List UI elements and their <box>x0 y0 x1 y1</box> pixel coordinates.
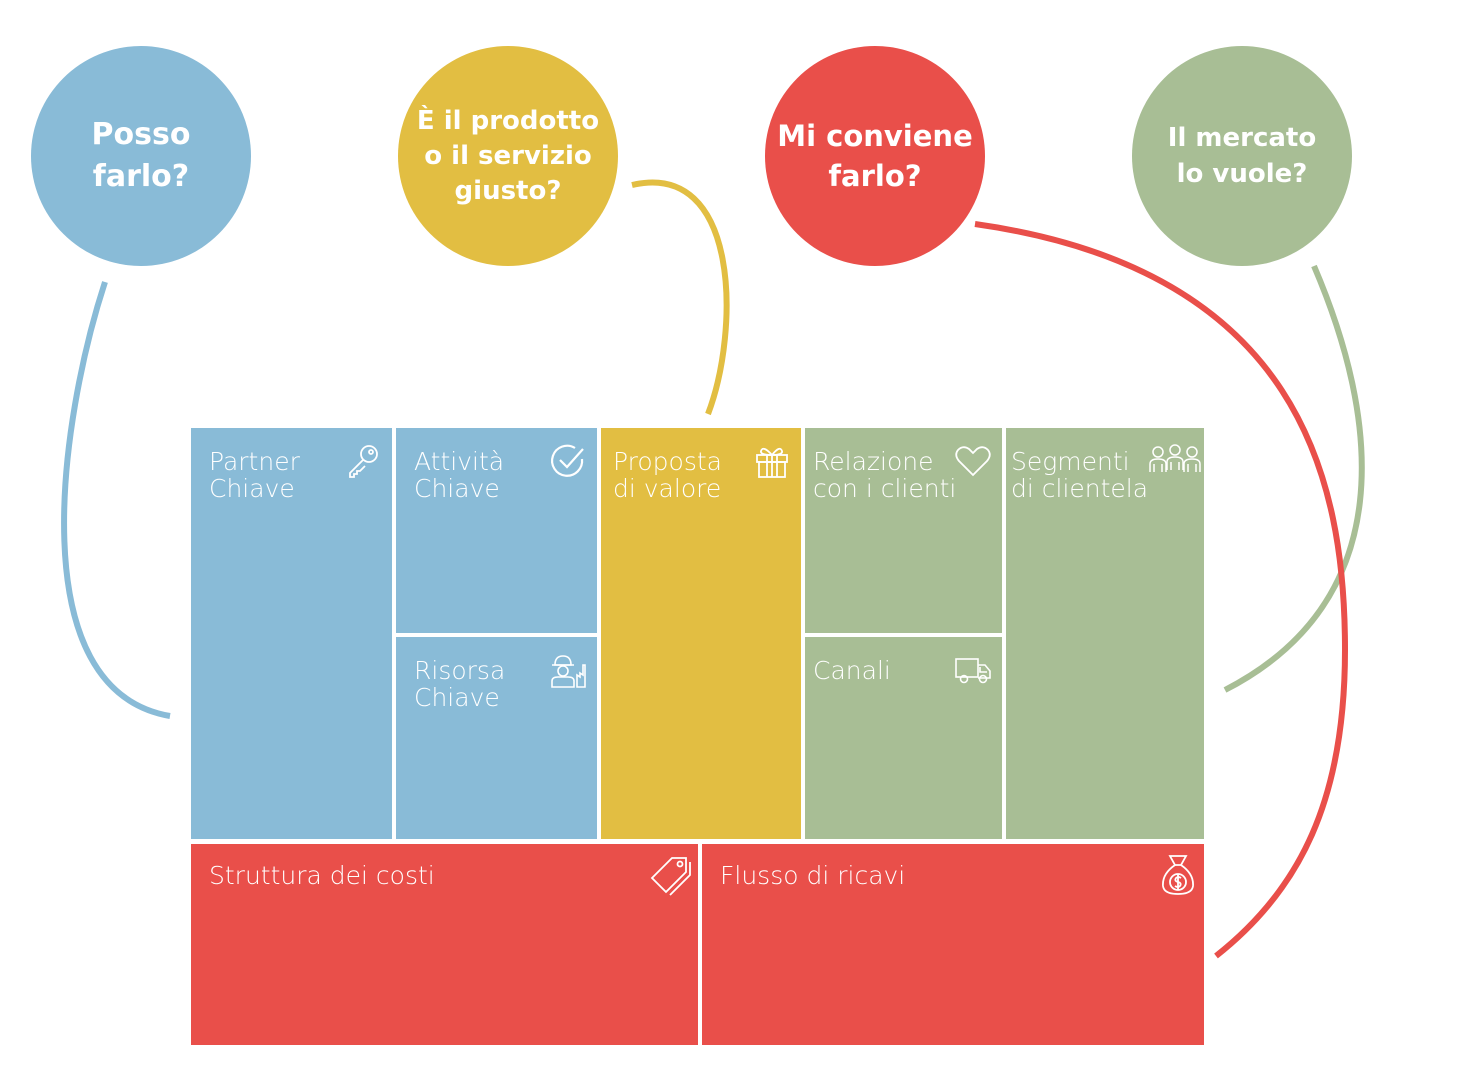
question-desirability: Il mercato lo vuole? <box>1132 46 1352 266</box>
truck-icon <box>954 651 992 689</box>
question-feasibility: Posso farlo? <box>31 46 251 266</box>
block-partner-label: Partner Chiave <box>209 447 300 503</box>
block-resources: Risorsa Chiave <box>396 637 597 839</box>
checkmark-circle-icon <box>549 442 587 480</box>
block-costs-label: Struttura dei costi <box>209 861 435 890</box>
block-value: Proposta di valore <box>601 428 801 839</box>
block-activities: Attività Chiave <box>396 428 597 633</box>
block-segments-label: Segmenti di clientela <box>1011 447 1149 503</box>
block-relations-label: Relazione con i clienti <box>813 447 957 503</box>
block-activities-label: Attività Chiave <box>414 447 505 503</box>
connector-desirability <box>1223 264 1365 693</box>
block-channels: Canali <box>805 637 1002 839</box>
question-feasibility-text: Posso farlo? <box>91 117 191 194</box>
block-revenue-label: Flusso di ricavi <box>720 861 906 890</box>
block-resources-label: Risorsa Chiave <box>414 656 506 712</box>
price-tag-icon <box>650 854 692 896</box>
connector-viability <box>974 221 1349 959</box>
block-revenue: Flusso di ricavi <box>702 844 1204 1045</box>
block-costs: Struttura dei costi <box>191 844 698 1045</box>
question-product: È il prodotto o il servizio giusto? <box>398 46 618 266</box>
money-bag-icon <box>1158 852 1198 896</box>
gift-icon <box>753 442 791 480</box>
block-relations: Relazione con i clienti <box>805 428 1002 633</box>
question-desirability-text: Il mercato lo vuole? <box>1167 123 1317 189</box>
block-segments: Segmenti di clientela <box>1006 428 1204 839</box>
question-viability-text: Mi conviene farlo? <box>777 119 973 193</box>
connector-product <box>631 179 730 416</box>
key-icon <box>344 442 382 480</box>
question-viability: Mi conviene farlo? <box>765 46 985 266</box>
question-product-text: È il prodotto o il servizio giusto? <box>416 105 600 206</box>
block-partner: Partner Chiave <box>191 428 392 839</box>
worker-factory-icon <box>549 651 587 689</box>
heart-icon <box>954 442 992 480</box>
block-channels-label: Canali <box>813 656 891 685</box>
connector-feasibility <box>61 281 171 719</box>
people-group-icon <box>1148 442 1202 480</box>
block-value-label: Proposta di valore <box>613 447 722 503</box>
